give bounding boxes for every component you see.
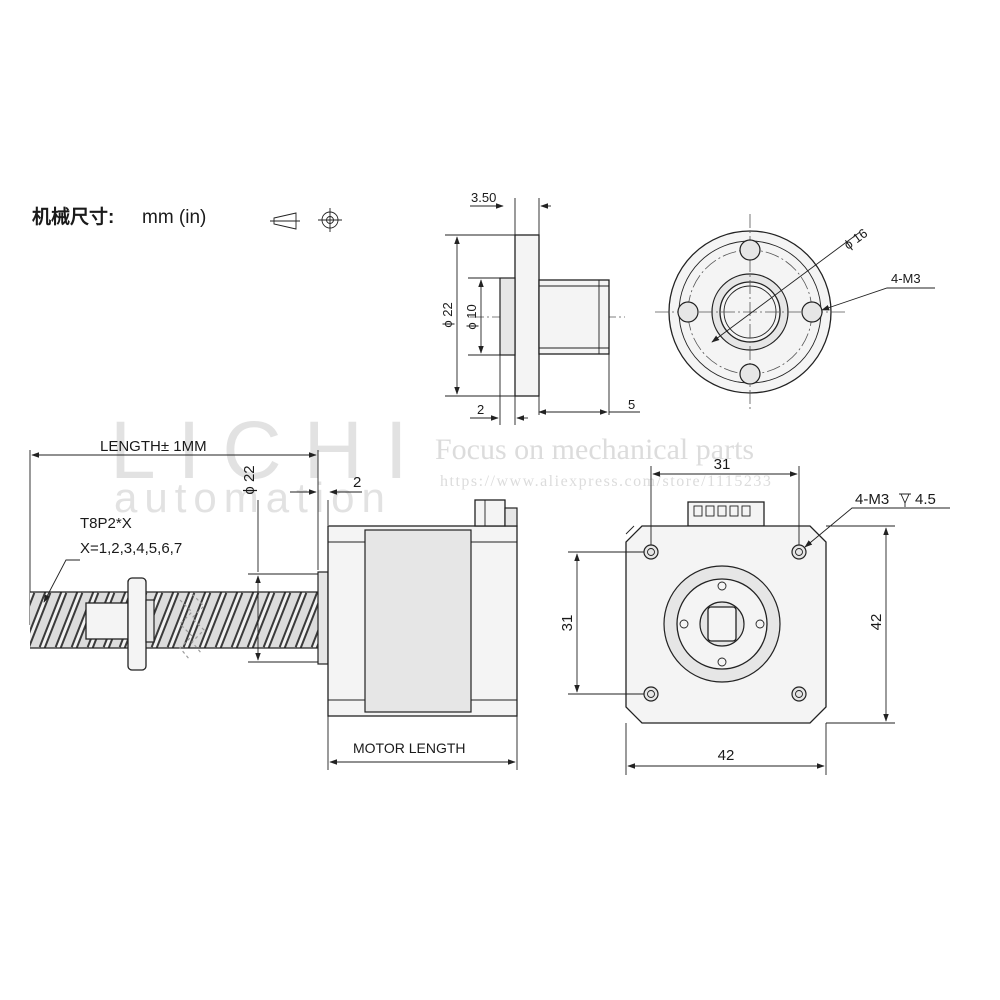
watermark-tagline: Focus on mechanical parts	[435, 433, 754, 466]
thread-highlight	[200, 592, 226, 648]
units-header: 机械尺寸: mm (in)	[32, 205, 342, 232]
thread-highlight	[264, 592, 290, 648]
break-marks	[179, 593, 205, 661]
motor-body	[317, 499, 518, 717]
dim-flange-thickness: 3.50	[471, 190, 496, 205]
depth-symbol-icon	[899, 493, 911, 507]
dim-flange-diameter: ϕ 22	[440, 302, 455, 327]
dim-pilot-diameter: ϕ 22	[241, 465, 258, 494]
thread-ridge	[30, 592, 36, 607]
watermark-brand: LICHI	[110, 405, 430, 496]
units-label: 机械尺寸:	[32, 205, 114, 228]
dim-hole-spacing-h: 31	[714, 456, 731, 473]
motor-length-label: MOTOR LENGTH	[353, 740, 466, 756]
thread-highlight	[40, 592, 66, 648]
watermark: LICHI automation Focus on mechanical par…	[110, 405, 772, 521]
dim-tail: 5	[628, 397, 635, 412]
watermark-url: https://www.aliexpress.com/store/1115233	[440, 473, 772, 490]
motor-side-view: LENGTH± 1MM T8P2*X X=1,2,3,4,5,6,7 ϕ 22	[29, 438, 518, 770]
thread-highlight	[30, 592, 34, 602]
dim-width: 42	[718, 747, 735, 764]
length-label: LENGTH± 1MM	[100, 438, 207, 455]
motor-front-view: 31 31 4-M3 4.5 42 42	[559, 456, 950, 775]
dim-mount-depth: 4.5	[915, 491, 936, 508]
dim-bolt-circle: ϕ 16	[841, 225, 870, 252]
thread-highlight	[296, 592, 318, 648]
screw-variants: X=1,2,3,4,5,6,7	[80, 540, 182, 557]
dim-mount-holes: 4-M3	[855, 491, 889, 508]
nut-front-view: ϕ 16 4-M3	[655, 214, 935, 410]
nut-side-view: 3.50 ϕ 22 ϕ 10 2 5	[440, 190, 640, 425]
motor-connector	[687, 501, 765, 527]
thread-highlight	[216, 592, 242, 648]
dim-hole-spacing-v: 31	[559, 615, 576, 632]
first-angle-projection-icon	[270, 208, 342, 232]
units-value: mm (in)	[142, 207, 206, 228]
dim-step: 2	[477, 402, 484, 417]
thread-highlight	[232, 592, 258, 648]
dim-body-diameter: ϕ 10	[464, 304, 479, 329]
thread-highlight	[56, 592, 82, 648]
thread-highlight	[280, 592, 306, 648]
dim-height: 42	[868, 614, 885, 631]
screw-nut	[85, 577, 155, 671]
thread-highlight	[152, 592, 178, 648]
thread-highlight	[168, 592, 194, 648]
lead-screw	[30, 591, 318, 649]
dim-holes: 4-M3	[891, 271, 921, 286]
dim-pilot-height: 2	[353, 474, 361, 491]
screw-label: T8P2*X	[80, 515, 132, 532]
thread-highlight	[72, 592, 98, 648]
watermark-brand-sub: automation	[114, 474, 392, 521]
thread-highlight	[248, 592, 274, 648]
